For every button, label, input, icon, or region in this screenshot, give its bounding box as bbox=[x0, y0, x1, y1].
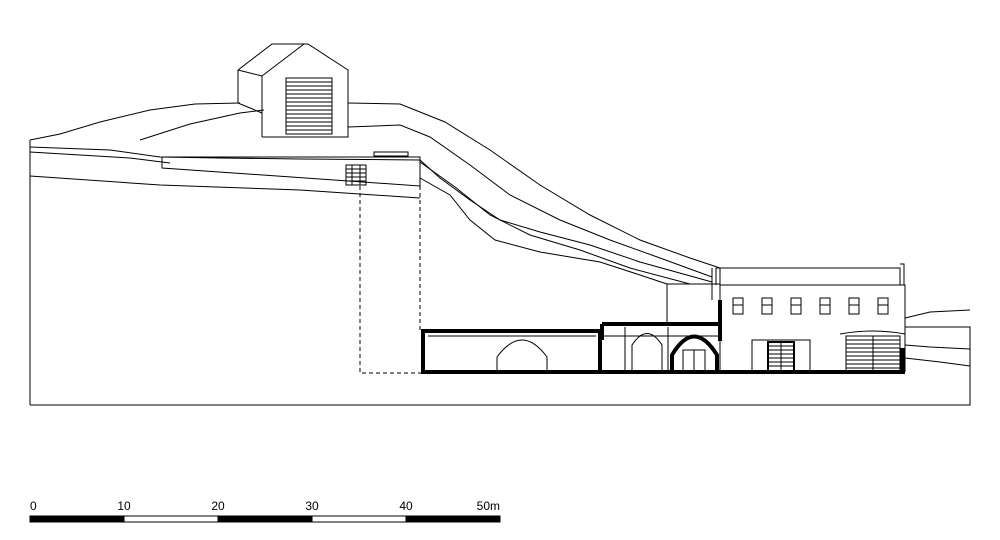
scale-tick-label: 40 bbox=[399, 499, 413, 513]
scale-segment bbox=[405, 515, 501, 523]
main-building bbox=[715, 263, 906, 373]
retaining-wall bbox=[666, 268, 720, 325]
underground-cellar bbox=[421, 300, 905, 374]
hilltop-house bbox=[237, 43, 349, 138]
platform-louvre bbox=[345, 164, 367, 186]
scale-segment bbox=[29, 515, 125, 523]
vault-arch-2 bbox=[631, 333, 663, 372]
scale-tick-label: 0 bbox=[30, 499, 37, 513]
scale-bar: 0 10 20 30 40 50m bbox=[29, 499, 501, 523]
garage-door bbox=[839, 330, 906, 373]
scale-tick-label: 30 bbox=[305, 499, 319, 513]
scale-segment bbox=[311, 515, 407, 523]
vault-arch-1 bbox=[496, 339, 548, 372]
scale-segment bbox=[217, 515, 313, 523]
scale-segment bbox=[123, 515, 219, 523]
upper-platform bbox=[161, 151, 421, 187]
upper-windows bbox=[732, 297, 889, 315]
scale-tick-label: 10 bbox=[117, 499, 131, 513]
building-corner-post bbox=[900, 348, 905, 372]
vault-arch-3 bbox=[670, 334, 719, 372]
scale-tick-label: 20 bbox=[211, 499, 225, 513]
ground-floor-door-left bbox=[751, 339, 811, 373]
terrain-contours bbox=[29, 102, 971, 367]
ground-section bbox=[29, 140, 971, 406]
scale-tick-label: 50m bbox=[477, 499, 500, 513]
hidden-shaft bbox=[359, 186, 422, 374]
house-vent-louvres bbox=[285, 77, 333, 135]
